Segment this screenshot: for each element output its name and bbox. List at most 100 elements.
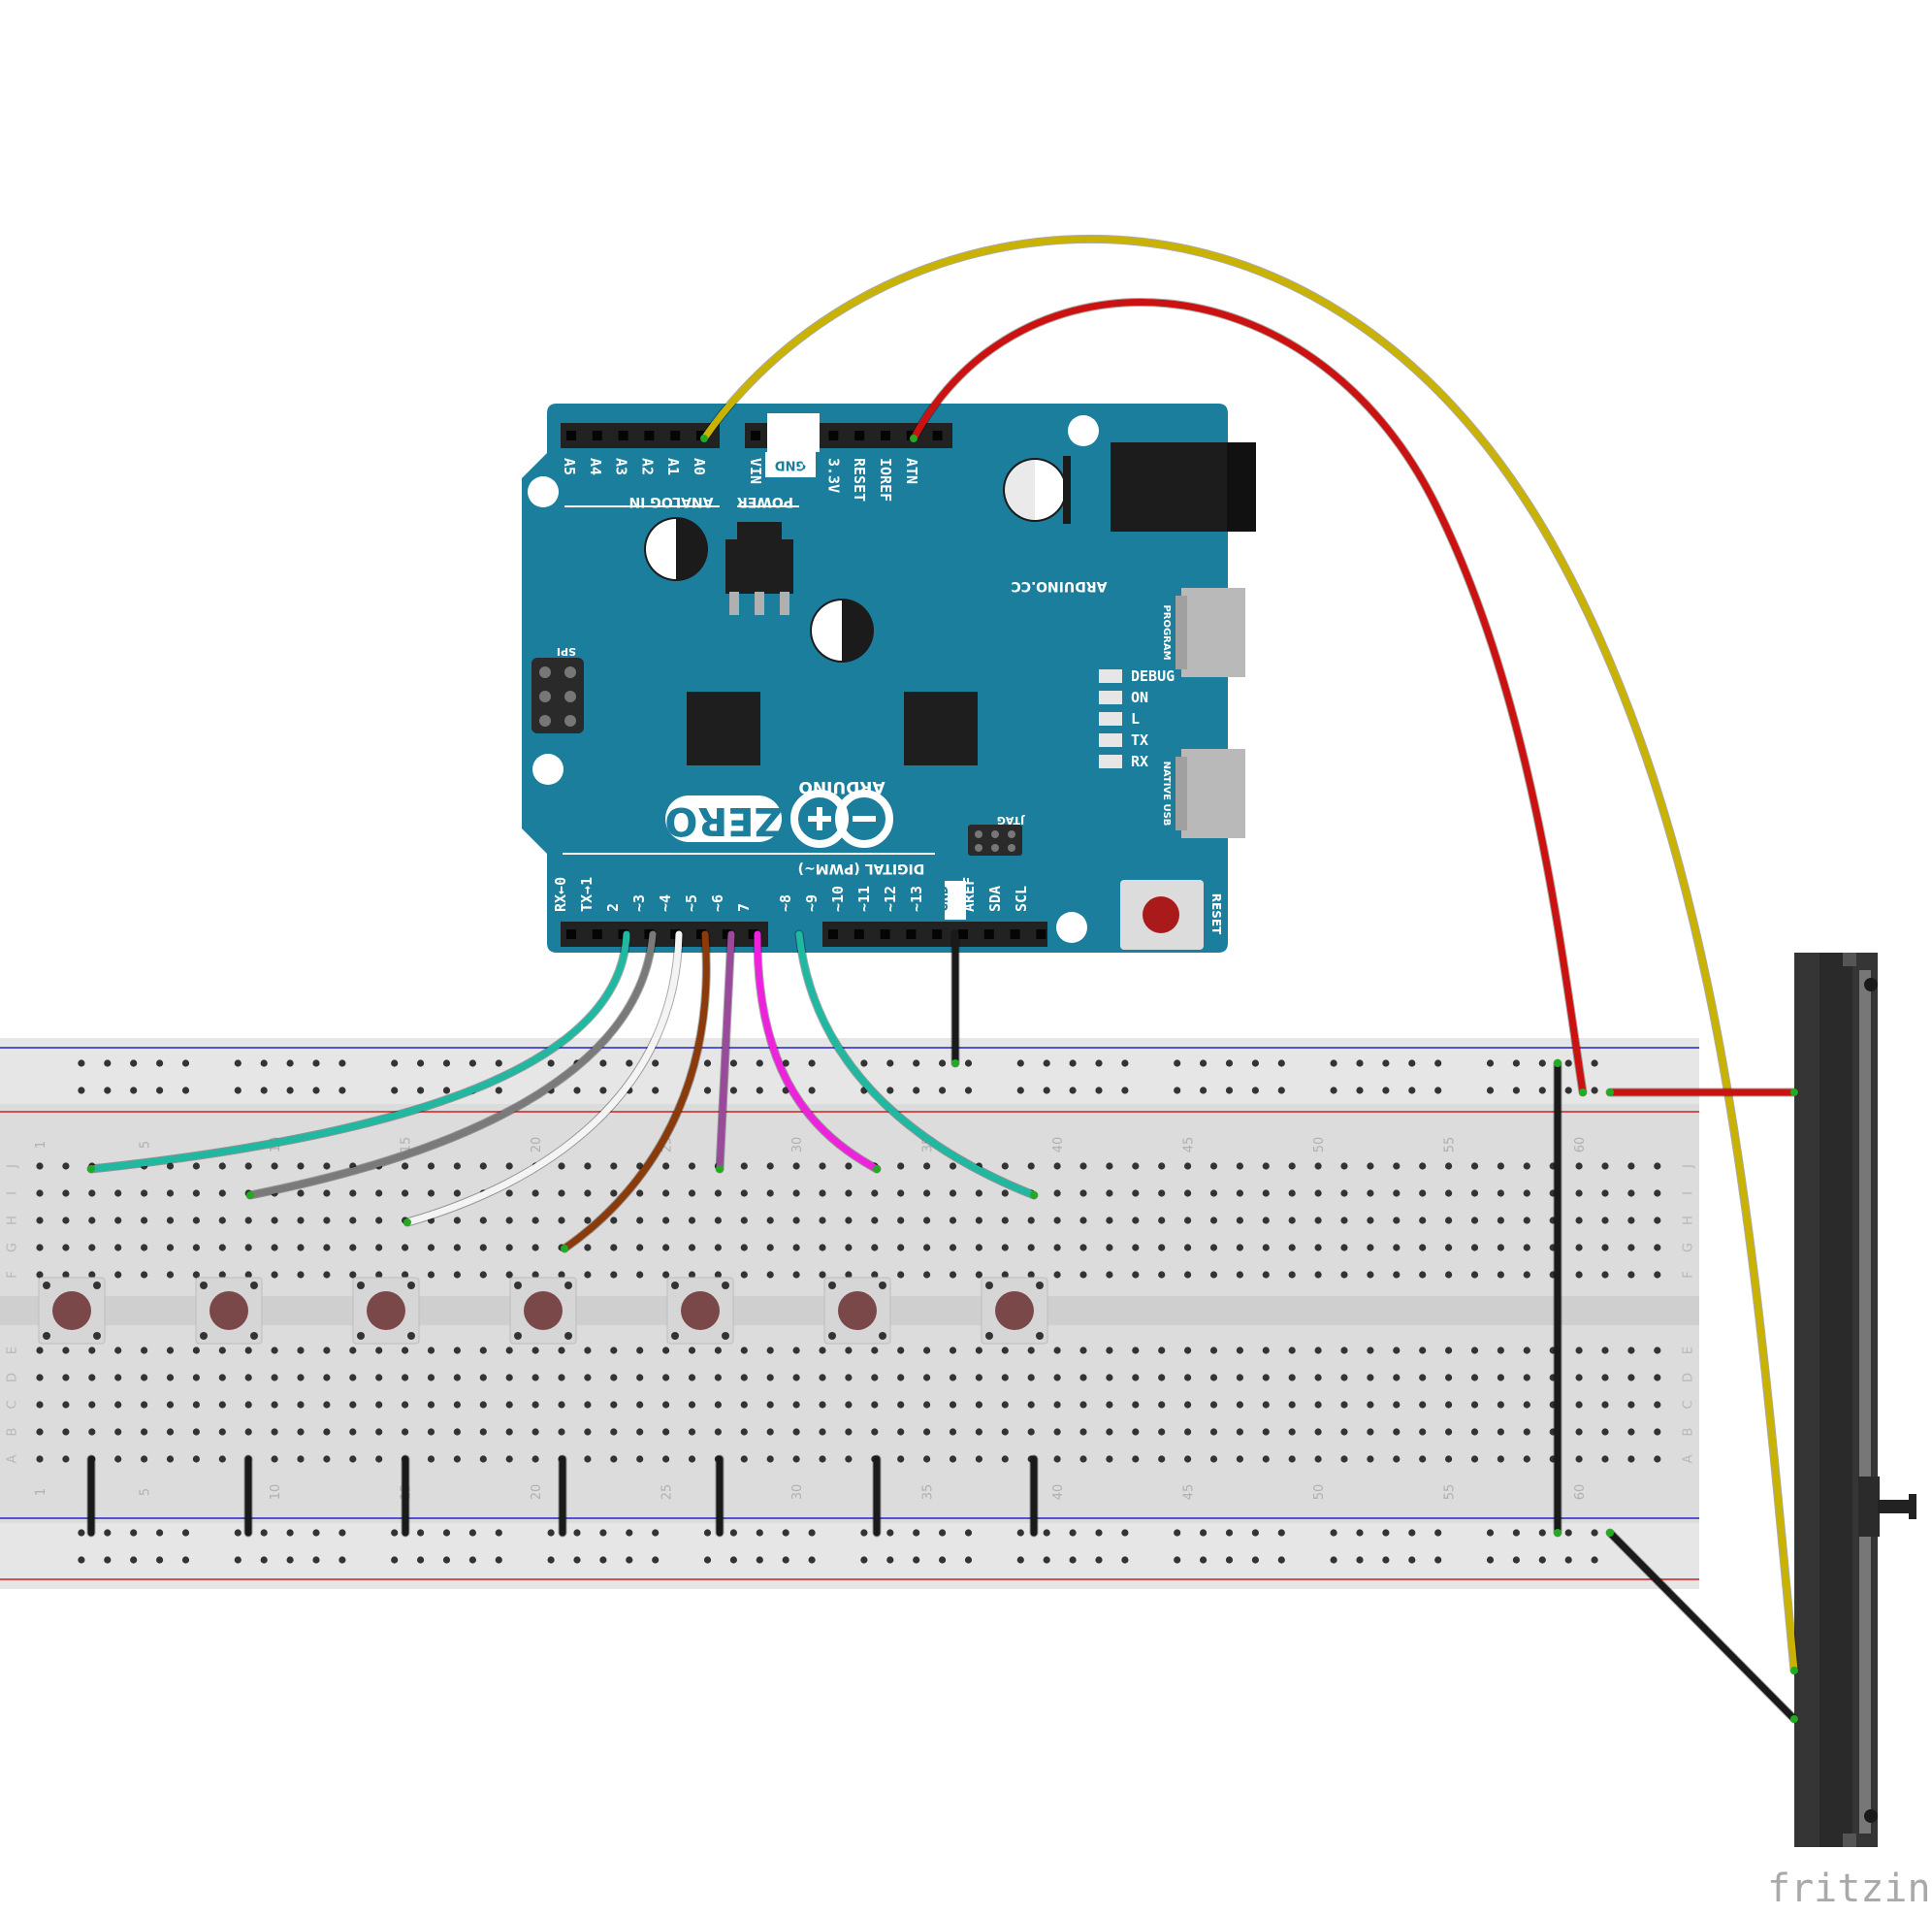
terminal-hole: [662, 1271, 670, 1279]
terminal-hole: [792, 1271, 800, 1279]
terminal-hole: [1523, 1455, 1530, 1463]
column-number: 30: [790, 1137, 805, 1153]
terminal-hole: [1132, 1271, 1140, 1279]
rail-hole: [703, 1529, 712, 1537]
terminal-hole: [218, 1347, 226, 1354]
rail-hole: [1016, 1087, 1024, 1094]
terminal-hole: [218, 1455, 226, 1463]
site-label: ARDUINO.CC: [1012, 578, 1108, 594]
rail-hole: [286, 1059, 294, 1067]
rail-hole: [391, 1529, 399, 1537]
terminal-hole: [1236, 1162, 1243, 1170]
terminal-hole: [1340, 1347, 1348, 1354]
row-letter: J: [1682, 1164, 1696, 1169]
terminal-hole: [1419, 1244, 1427, 1251]
terminal-hole: [531, 1347, 539, 1354]
terminal-hole: [949, 1271, 957, 1279]
terminal-hole: [558, 1401, 565, 1409]
terminal-hole: [1079, 1217, 1087, 1224]
terminal-hole: [1158, 1217, 1166, 1224]
terminal-hole: [714, 1244, 723, 1251]
terminal-hole: [166, 1189, 175, 1197]
terminal-hole: [36, 1217, 44, 1224]
rail-hole: [1538, 1059, 1546, 1067]
terminal-hole: [740, 1401, 748, 1409]
terminal-hole: [792, 1347, 800, 1354]
terminal-hole: [662, 1347, 670, 1354]
terminal-hole: [1654, 1455, 1661, 1463]
terminal-hole: [1027, 1244, 1035, 1251]
terminal-hole: [1209, 1217, 1218, 1224]
analog-header: ANALOG IN: [628, 494, 713, 509]
terminal-hole: [766, 1189, 774, 1197]
digital-pin-label: ~5: [683, 894, 700, 912]
terminal-hole: [453, 1217, 461, 1224]
terminal-hole: [349, 1374, 357, 1381]
terminal-hole: [1470, 1401, 1479, 1409]
terminal-hole: [114, 1428, 122, 1436]
terminal-hole: [192, 1347, 200, 1354]
rail-hole: [808, 1059, 816, 1067]
terminal-hole: [923, 1401, 931, 1409]
rail-hole: [599, 1556, 607, 1564]
terminal-hole: [1575, 1189, 1583, 1197]
terminal-hole: [218, 1217, 226, 1224]
terminal-hole: [192, 1244, 200, 1251]
terminal-hole: [479, 1455, 487, 1463]
terminal-hole: [1601, 1271, 1609, 1279]
terminal-hole: [36, 1189, 44, 1197]
power-pin-label: RESET: [851, 458, 868, 502]
terminal-hole: [166, 1374, 175, 1381]
terminal-hole: [297, 1455, 305, 1463]
wire-end: [951, 1059, 959, 1067]
terminal-hole: [36, 1244, 44, 1251]
rail-hole: [312, 1087, 320, 1094]
terminal-hole: [244, 1347, 252, 1354]
rail-hole: [1225, 1087, 1234, 1094]
rail-hole: [442, 1059, 451, 1067]
terminal-hole: [1393, 1401, 1401, 1409]
terminal-hole: [1419, 1271, 1427, 1279]
column-number: 15: [400, 1137, 414, 1153]
terminal-hole: [1158, 1189, 1166, 1197]
terminal-hole: [871, 1401, 879, 1409]
rail-hole: [1382, 1556, 1390, 1564]
rail-hole: [1016, 1059, 1024, 1067]
terminal-hole: [1575, 1347, 1583, 1354]
wire-end: [87, 1165, 95, 1173]
terminal-hole: [584, 1271, 592, 1279]
terminal-hole: [323, 1189, 331, 1197]
terminal-hole: [1079, 1455, 1087, 1463]
rail-hole: [1591, 1529, 1598, 1537]
terminal-hole: [688, 1401, 696, 1409]
rail-hole: [130, 1529, 138, 1537]
terminal-hole: [897, 1189, 905, 1197]
rail-hole: [703, 1556, 712, 1564]
terminal-hole: [1575, 1428, 1583, 1436]
terminal-hole: [740, 1374, 748, 1381]
terminal-hole: [1497, 1455, 1504, 1463]
rail-hole: [1277, 1087, 1285, 1094]
terminal-hole: [244, 1217, 252, 1224]
terminal-hole: [949, 1162, 957, 1170]
terminal-hole: [453, 1244, 461, 1251]
rail-hole: [181, 1529, 190, 1537]
terminal-hole: [1132, 1455, 1140, 1463]
rail-hole: [886, 1059, 894, 1067]
terminal-hole: [402, 1189, 409, 1197]
terminal-hole: [1209, 1244, 1218, 1251]
terminal-hole: [1367, 1162, 1374, 1170]
terminal-hole: [636, 1428, 644, 1436]
terminal-hole: [1106, 1162, 1113, 1170]
rail-hole: [391, 1059, 399, 1067]
terminal-hole: [897, 1217, 905, 1224]
terminal-hole: [897, 1401, 905, 1409]
terminal-hole: [584, 1347, 592, 1354]
rail-hole: [104, 1087, 112, 1094]
terminal-hole: [819, 1455, 826, 1463]
rail-hole: [573, 1529, 581, 1537]
rail-hole: [338, 1529, 346, 1537]
terminal-hole: [1523, 1271, 1530, 1279]
terminal-hole: [610, 1244, 618, 1251]
